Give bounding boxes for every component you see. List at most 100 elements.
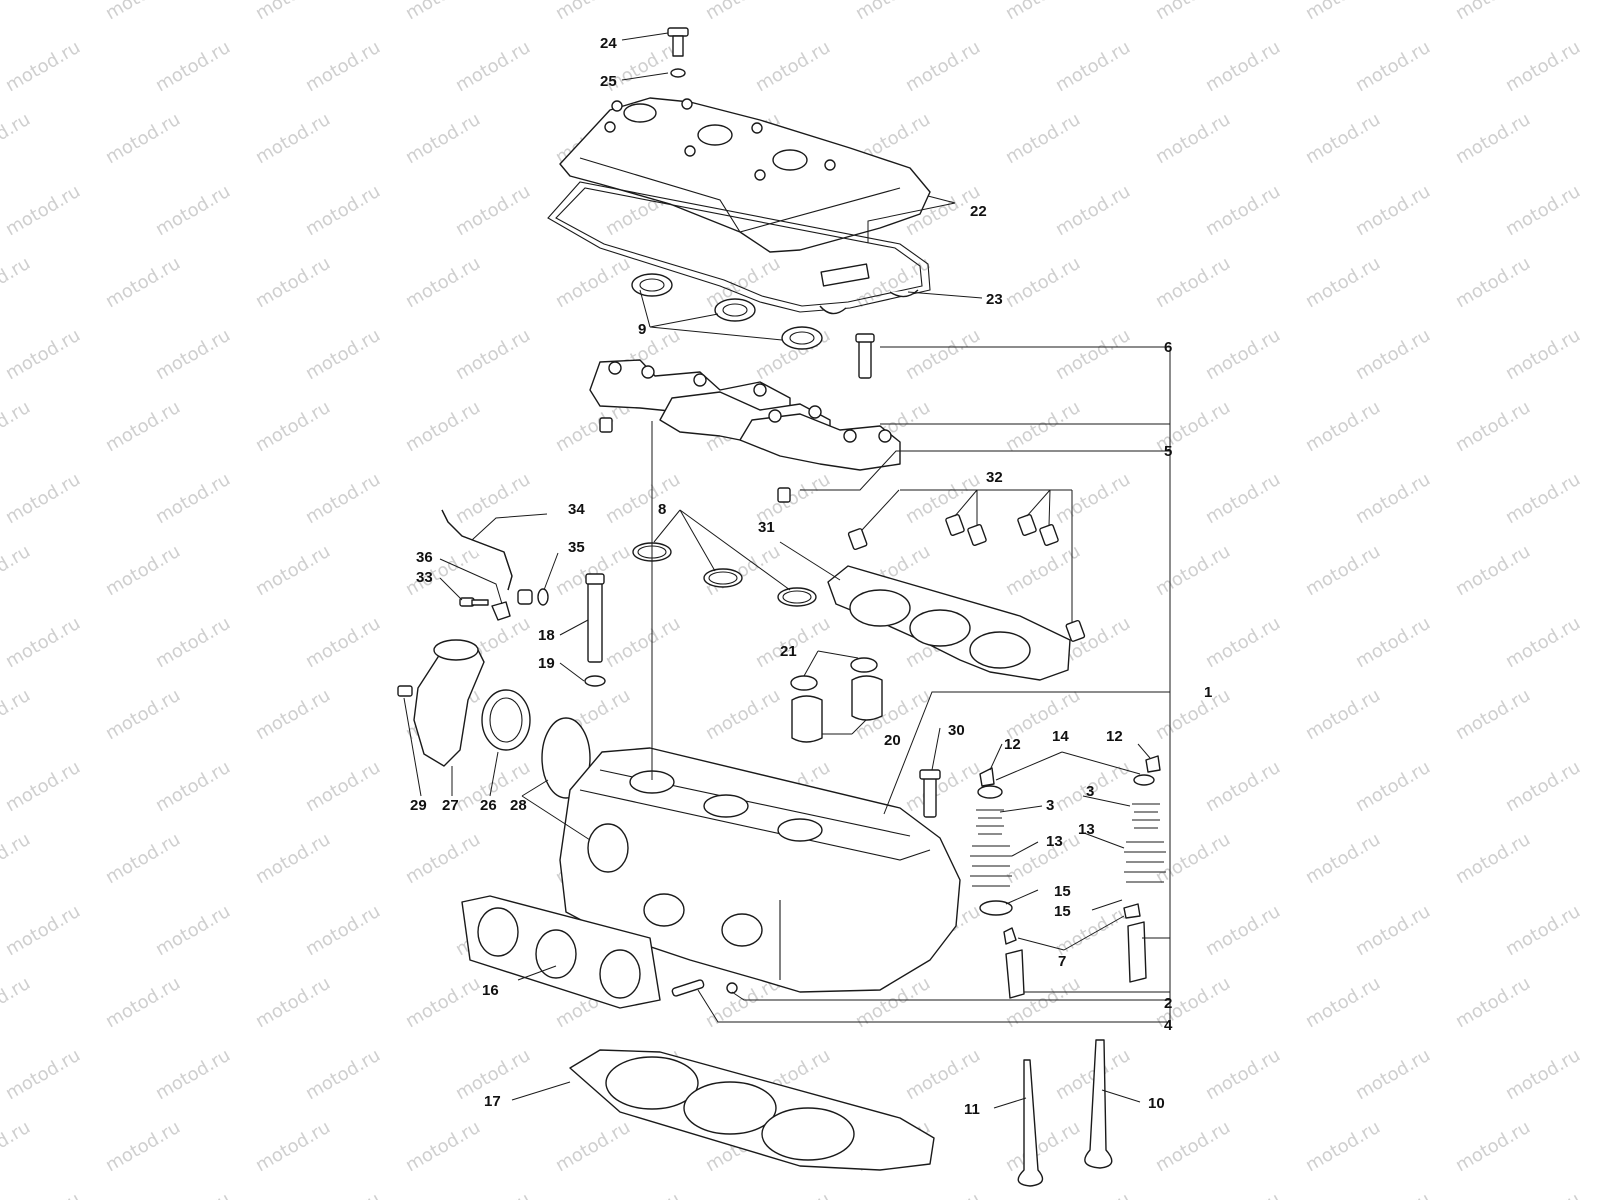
watermark-text: motod.ru (102, 1117, 184, 1176)
watermark-text: motod.ru (152, 1189, 234, 1200)
valve-cover-part (559, 97, 931, 253)
watermark-text: motod.ru (752, 37, 834, 96)
cylinder-head-part (559, 747, 961, 993)
thermostat-o-ring-part (541, 717, 591, 799)
callout-22: 22 (970, 203, 987, 220)
callout-16: 16 (482, 982, 499, 999)
watermark-text: motod.ru (1202, 181, 1284, 240)
watermark-text: motod.ru (1202, 1189, 1284, 1200)
watermark-text: motod.ru (1202, 613, 1284, 672)
hose-washer-part (537, 588, 549, 606)
watermark-text: motod.ru (552, 253, 634, 312)
flange-screw-parts (847, 514, 1086, 642)
intake-flange-part (827, 565, 1071, 681)
watermark-text: motod.ru (402, 829, 484, 888)
callout-13-right: 13 (1078, 821, 1095, 838)
long-stud-part (585, 573, 605, 663)
watermark-text: motod.ru (0, 1117, 34, 1176)
watermark-text: motod.ru (152, 325, 234, 384)
watermark-text: motod.ru (2, 181, 84, 240)
guide-pin-part (671, 979, 705, 997)
watermark-text: motod.ru (552, 1117, 634, 1176)
callout-3-left: 3 (1046, 797, 1054, 814)
watermark-text: motod.ru (702, 685, 784, 744)
callout-25: 25 (600, 73, 617, 90)
watermark-text: motod.ru (402, 109, 484, 168)
watermark-text: motod.ru (402, 397, 484, 456)
watermark-text: motod.ru (1502, 325, 1584, 384)
watermark-text: motod.ru (0, 0, 34, 24)
callout-11: 11 (964, 1101, 980, 1118)
watermark-text: motod.ru (902, 1045, 984, 1104)
watermark-text: motod.ru (1202, 901, 1284, 960)
watermark-text: motod.ru (302, 325, 384, 384)
callout-3-right: 3 (1086, 783, 1094, 800)
watermark-text: motod.ru (1302, 1117, 1384, 1176)
callout-29: 29 (410, 797, 427, 814)
callout-19: 19 (538, 655, 555, 672)
watermark-text: motod.ru (1352, 901, 1434, 960)
watermark-text: motod.ru (1502, 757, 1584, 816)
watermark-text: motod.ru (902, 757, 984, 816)
tappet-parts (790, 657, 883, 743)
watermark-text: motod.ru (302, 1045, 384, 1104)
watermark-text: motod.ru (1002, 829, 1084, 888)
head-stud-part (919, 769, 941, 818)
callout-15-left: 15 (1054, 883, 1071, 900)
watermark-text: motod.ru (252, 1117, 334, 1176)
leader-lines (403, 32, 1171, 1109)
watermark-text: motod.ru (1452, 109, 1534, 168)
dowel-pin-part (599, 417, 613, 433)
watermark-text: motod.ru (1002, 109, 1084, 168)
watermark-text: motod.ru (1502, 1045, 1584, 1104)
parts-layer (397, 27, 1166, 1187)
watermark-text: motod.ru (1302, 0, 1384, 24)
cam-cap-bolt-part (855, 333, 875, 379)
watermark-text: motod.ru (1302, 397, 1384, 456)
watermark-text: motod.ru (452, 325, 534, 384)
exhaust-valve-part (1084, 1039, 1113, 1169)
callout-28: 28 (510, 797, 527, 814)
watermark-text: motod.ru (152, 757, 234, 816)
watermark-text: motod.ru (252, 397, 334, 456)
watermark-text: motod.ru (552, 0, 634, 24)
watermark-text: motod.ru (1052, 37, 1134, 96)
callout-36: 36 (416, 549, 433, 566)
watermark-text: motod.ru (1502, 613, 1584, 672)
watermark-text: motod.ru (402, 541, 484, 600)
callout-23: 23 (986, 291, 1003, 308)
head-gasket-part (569, 1049, 935, 1171)
watermark-text: motod.ru (1302, 253, 1384, 312)
watermark-text: motod.ru (1502, 1189, 1584, 1200)
watermark-text: motod.ru (1302, 109, 1384, 168)
watermark-text: motod.ru (2, 613, 84, 672)
watermark-text: motod.ru (602, 1189, 684, 1200)
watermark-text: motod.ru (1352, 37, 1434, 96)
watermark-text: motod.ru (1302, 685, 1384, 744)
watermark-text: motod.ru (1452, 0, 1534, 24)
dowel-part (726, 982, 738, 994)
watermark-text: motod.ru (1202, 757, 1284, 816)
watermark-text: motod.ru (1452, 973, 1534, 1032)
watermark-text: motod.ru (152, 469, 234, 528)
watermark-text: motod.ru (1502, 469, 1584, 528)
callout-32: 32 (986, 469, 1003, 486)
watermark-text: motod.ru (1452, 397, 1534, 456)
watermark-text: motod.ru (102, 685, 184, 744)
watermark-text: motod.ru (1352, 325, 1434, 384)
o-ring-parts (632, 542, 817, 607)
watermark-text: motod.ru (152, 613, 234, 672)
watermark-text: motod.ru (302, 901, 384, 960)
callout-1: 1 (1204, 684, 1212, 701)
callout-6: 6 (1164, 339, 1172, 356)
callout-30: 30 (948, 722, 965, 739)
callout-15-right: 15 (1054, 903, 1071, 920)
watermark-text: motod.ru (102, 109, 184, 168)
watermark-text: motod.ru (2, 1189, 84, 1200)
valve-train-right-parts (1123, 755, 1166, 983)
watermark-text: motod.ru (1202, 325, 1284, 384)
watermark-text: motod.ru (1502, 901, 1584, 960)
watermark-text: motod.ru (902, 325, 984, 384)
watermark-text: motod.ru (1152, 685, 1234, 744)
exhaust-gasket-part (461, 895, 661, 1009)
